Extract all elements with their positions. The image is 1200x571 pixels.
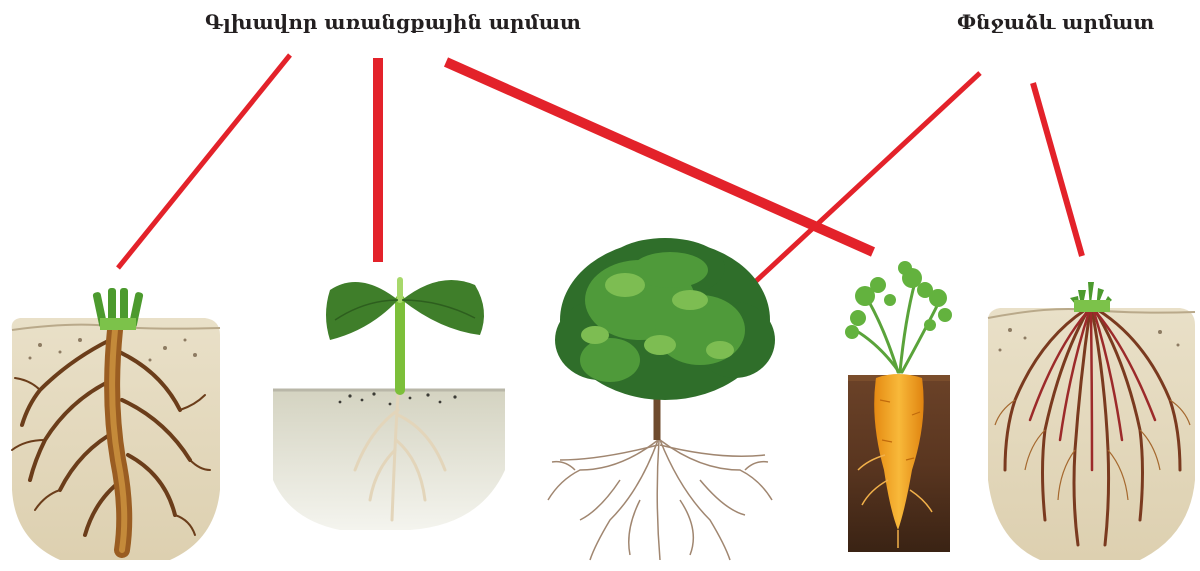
bush-illustration [548, 238, 775, 560]
connector-line [446, 62, 873, 252]
fibrous-root-illustration [988, 282, 1195, 560]
connector-line [118, 55, 290, 268]
taproot-illustration [12, 288, 220, 560]
connector-line [1033, 83, 1082, 256]
carrot-illustration [845, 261, 952, 552]
seedling-illustration [273, 280, 505, 530]
connector-lines [118, 55, 1082, 282]
